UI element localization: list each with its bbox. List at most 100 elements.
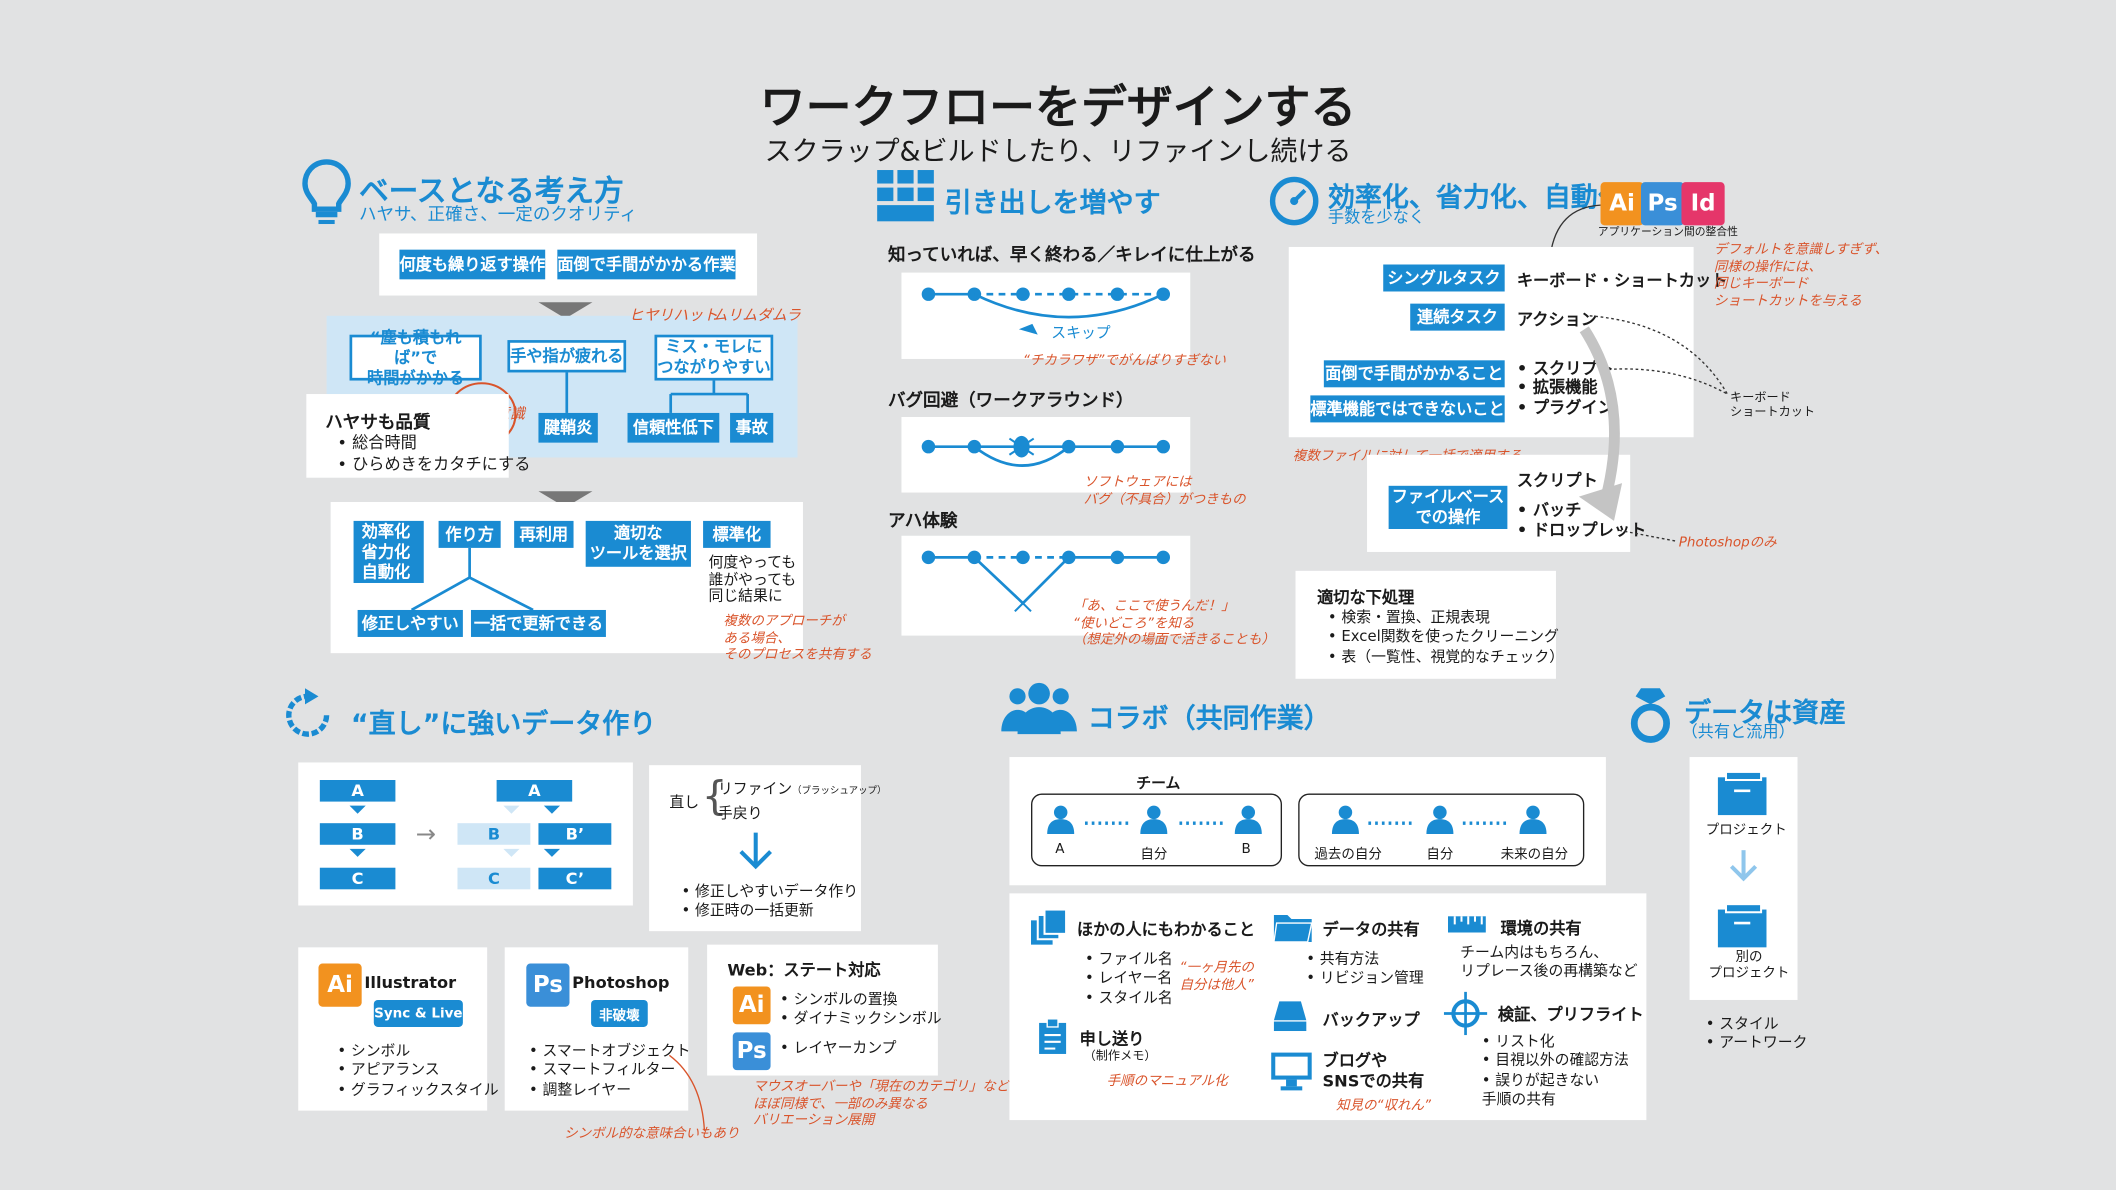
pre-list: 検索・置換、正規表現Excel関数を使ったクリーニング表（一覧性、視覚的なチェッ… (1328, 609, 1564, 667)
id-app-icon: Id (1681, 182, 1725, 226)
nondestructive-badge: 非破壊 (591, 999, 648, 1027)
collab-title: コラボ（共同作業） (1087, 701, 1331, 735)
drive-icon (1273, 1001, 1307, 1032)
block-b2: B (457, 823, 531, 845)
crosshair-icon (1443, 991, 1488, 1036)
naoshi-down-arrow (739, 832, 772, 870)
handover-note: 手順のマニュアル化 (1106, 1074, 1228, 1090)
project-label: プロジェクト (1705, 823, 1787, 839)
down-arrow-icon (538, 302, 593, 319)
data-share-list: 共有方法リビジョン管理 (1306, 950, 1424, 989)
web-ai-icon: Ai (732, 986, 771, 1025)
monitor-icon (1271, 1052, 1312, 1091)
page-title: ワークフローをデザインする (759, 80, 1357, 135)
accident-box: 事故 (730, 412, 774, 443)
block-c2: C (457, 867, 531, 890)
asset-subtitle: （共有と流用） (1681, 721, 1795, 741)
easy-fix-box: 修正しやすい (357, 609, 463, 637)
clipboard-icon (1039, 1018, 1067, 1054)
others-list: ファイル名レイヤー名スタイル名 (1085, 950, 1172, 1008)
naoshi-brace: { (701, 773, 728, 821)
trust-box: 信頼性低下 (627, 412, 720, 443)
drawers-heading: 知っていれば、早く終わる／キレイに仕上がる (887, 245, 1256, 266)
tendinitis-box: 腱鞘炎 (538, 412, 598, 443)
others-note: “一ヶ月先の 自分は他人” (1179, 960, 1254, 993)
ps-only-line (1619, 529, 1677, 542)
note-multi-approach: 複数のアプローチが ある場合、 そのプロセスを共有する (723, 614, 872, 663)
other-project-label: 別の プロジェクト (1708, 950, 1790, 982)
standard-box: 標準化 (703, 520, 771, 548)
skip-diagram (921, 287, 1171, 335)
group-icon (1001, 682, 1077, 735)
web-ps-list: レイヤーカンプ (780, 1039, 897, 1059)
verify-list: リスト化目視以外の確認方法誤りが起きない 手順の共有 (1482, 1032, 1629, 1109)
lightbulb-icon (302, 159, 351, 225)
photoshop-name: Photoshop (572, 972, 670, 992)
bug-diagram (921, 435, 1171, 467)
member-a: A (1055, 842, 1065, 857)
naoshi-list: 修正しやすいデータ作り修正時の一括更新 (681, 883, 858, 922)
page-subtitle: スクラップ&ビルドしたり、リファインし続ける (764, 134, 1352, 168)
ps-only-note: Photoshopのみ (1678, 535, 1777, 551)
aha-diagram (921, 550, 1171, 613)
down-arrow-icon (538, 491, 593, 508)
transform-arrow: → (415, 820, 437, 849)
ruler-icon (1448, 916, 1486, 933)
env-text: チーム内はもちろん、 リプレース後の再構築など (1460, 943, 1638, 981)
sync-live-badge: Sync & Live (373, 999, 463, 1027)
fix-title: “直し”に強いデータ作り (350, 707, 657, 740)
aha-note: 「あ、ここで使うんだ！」 “使いどころ”を知る （想定外の場面で活きることも） (1072, 599, 1276, 648)
blog-title: ブログや SNSでの共有 (1322, 1051, 1425, 1091)
bug-title: バグ回避（ワークアラウンド） (887, 391, 1134, 412)
photoshop-icon: Ps (526, 963, 570, 1007)
block-c3: C’ (538, 867, 612, 890)
naoshi-refine: リファイン（ブラッシュアップ） (717, 780, 887, 798)
ring-icon (1630, 688, 1670, 743)
team-label: チーム (1136, 774, 1181, 793)
bulk-update-box: 一括で更新できる (470, 609, 606, 637)
eff-title: 効率化、省力化、自動化 (1327, 180, 1625, 214)
block-b3: B’ (538, 823, 612, 845)
blog-note: 知見の“収れん” (1335, 1098, 1431, 1114)
block-b1: B (319, 823, 396, 845)
refresh-icon (286, 688, 330, 737)
script-list: スクリプト拡張機能プラグイン (1517, 359, 1614, 417)
block-arrows (349, 805, 561, 857)
photoshop-list: スマートオブジェクトスマートフィルター調整レイヤー (529, 1042, 690, 1100)
member-self-2: 自分 (1426, 847, 1454, 863)
skip-label: スキップ (1051, 323, 1111, 342)
illustrator-list: シンボルアピアランスグラフィックスタイル (337, 1042, 499, 1100)
drawers-icon (877, 170, 934, 222)
continuous-task-value: アクション (1516, 310, 1597, 330)
kb-link-lines (1589, 315, 1728, 395)
member-b: B (1241, 842, 1251, 857)
block-a2: A (496, 780, 573, 802)
reuse-box: 再利用 (514, 520, 574, 548)
data-share-title: データの共有 (1322, 920, 1420, 940)
env-title: 環境の共有 (1500, 919, 1582, 938)
note-muri: ムリムダムラ (712, 306, 801, 324)
tedious-task-label: 面倒で手間がかかること (1323, 360, 1505, 388)
standard-text: 何度やっても 誰がやっても 同じ結果に (708, 553, 797, 605)
aha-title: アハ体験 (887, 511, 958, 532)
note-hiyari: ヒヤリハット (628, 306, 718, 324)
naoshi-rework: 手戻り (717, 804, 763, 822)
team-persons (1047, 805, 1547, 834)
web-ps-icon: Ps (732, 1032, 771, 1071)
block-a1: A (319, 780, 396, 802)
app-caption: アプリケーション間の整合性 (1597, 225, 1738, 238)
pre-title: 適切な下処理 (1317, 588, 1415, 608)
backup-title: バックアップ (1322, 1010, 1420, 1030)
web-title: Web：ステート対応 (727, 960, 881, 980)
other-project-folder-icon (1717, 903, 1767, 948)
eff-subtitle: 手数を少なく (1327, 207, 1426, 227)
symbol-note-line (668, 1054, 706, 1131)
eff-list-box: 効率化省力化自動化 (353, 520, 424, 583)
asset-list: スタイルアートワーク (1706, 1015, 1807, 1054)
ai-app-icon: Ai (1600, 182, 1644, 226)
continuous-task-label: 連続タスク (1410, 303, 1505, 331)
block-c1: C (319, 867, 396, 890)
nonstandard-task-label: 標準機能ではできないこと (1310, 395, 1505, 423)
project-folder-icon (1717, 770, 1767, 816)
